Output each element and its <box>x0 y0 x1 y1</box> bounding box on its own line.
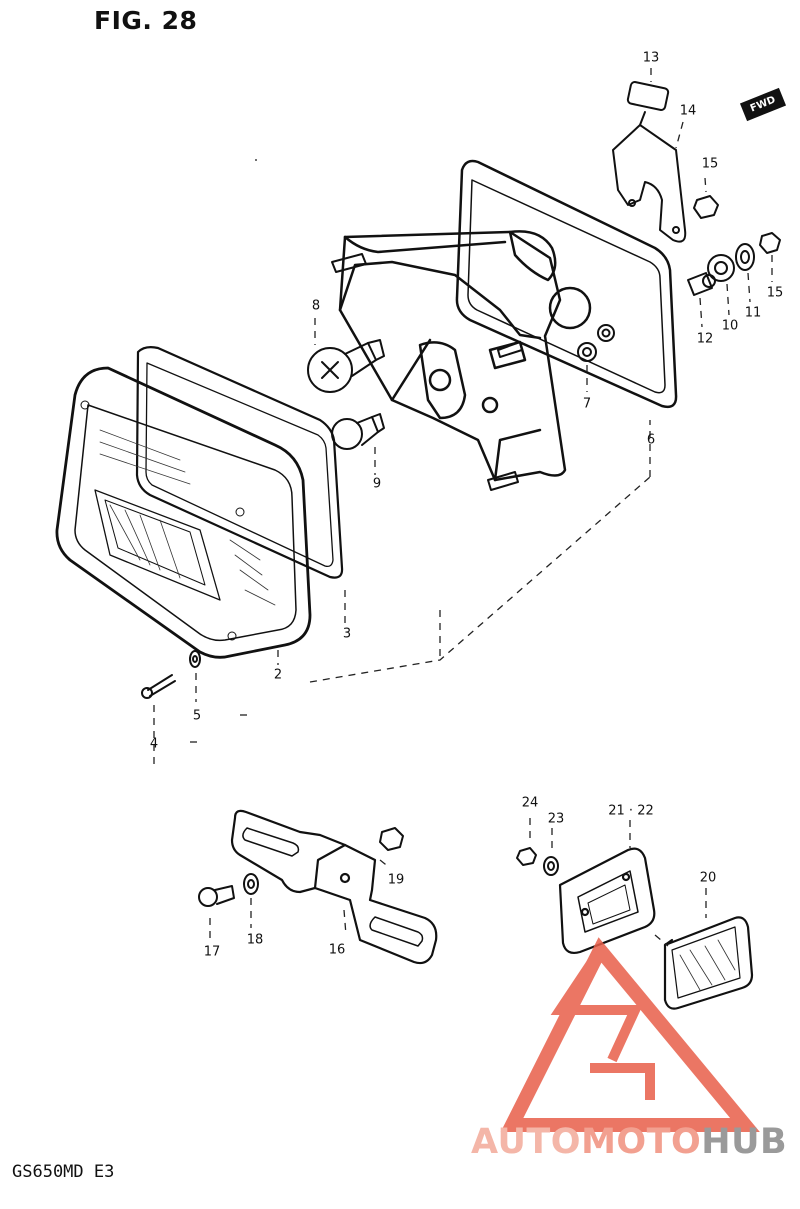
callout-12: 12 <box>696 331 714 347</box>
part-14-bracket <box>612 111 687 243</box>
part-10-spacer <box>707 254 735 282</box>
callout-5: 5 <box>192 708 202 724</box>
housing-studs <box>331 253 523 491</box>
part-18-washer <box>243 873 259 895</box>
part-8-bulb <box>307 339 385 393</box>
part-9-bulb <box>331 413 385 450</box>
callout-7: 7 <box>582 396 592 412</box>
part-5-washer <box>189 650 201 668</box>
part-11-washer <box>735 243 755 271</box>
callout-2: 2 <box>273 667 283 683</box>
part-24-nut <box>516 847 537 866</box>
part-4-screw <box>141 674 176 699</box>
watermark-logo <box>500 937 760 1132</box>
part-23-washer <box>543 856 559 876</box>
callout-11: 11 <box>744 305 762 321</box>
part-3-gasket <box>135 346 344 579</box>
part-13-cushion <box>626 81 670 111</box>
callout-21-22: 21 · 22 <box>608 803 654 819</box>
part-6-gasket <box>455 159 678 409</box>
callout-20: 20 <box>699 870 717 886</box>
callout-24: 24 <box>521 795 539 811</box>
part-21-22-reflector-base <box>558 847 656 955</box>
callout-18: 18 <box>246 932 264 948</box>
callout-14: 14 <box>679 103 697 119</box>
callout-8: 8 <box>311 298 321 314</box>
model-code: GS650MD E3 <box>12 1162 115 1182</box>
housing <box>338 230 592 482</box>
callout-4: 4 <box>149 736 159 752</box>
figure-title: FIG. 28 <box>94 6 198 35</box>
part-20-reflector <box>663 916 754 1010</box>
callout-23: 23 <box>547 811 565 827</box>
part-15-nut <box>693 195 781 254</box>
callout-13: 13 <box>642 50 660 66</box>
callout-17: 17 <box>203 944 221 960</box>
callout-10: 10 <box>721 318 739 334</box>
callout-15: 15 <box>701 156 719 172</box>
callout-3: 3 <box>342 626 352 642</box>
callout-19: 19 <box>387 872 405 888</box>
callout-9: 9 <box>372 476 382 492</box>
watermark-part-2: MOTO <box>581 1122 702 1162</box>
leader-lines <box>153 68 773 947</box>
watermark-part-1: AUTO <box>471 1122 582 1162</box>
callout-16: 16 <box>328 942 346 958</box>
callout-15: 15 <box>766 285 784 301</box>
watermark-part-3: HUB <box>701 1122 788 1162</box>
part-2-lens <box>55 366 312 659</box>
part-19-nut <box>379 827 404 851</box>
part-16-bracket <box>230 809 438 965</box>
callout-6: 6 <box>646 432 656 448</box>
watermark-text: AUTOMOTOHUB <box>471 1122 787 1162</box>
part-7-grommet <box>577 324 615 362</box>
part-17-bolt <box>198 885 235 907</box>
